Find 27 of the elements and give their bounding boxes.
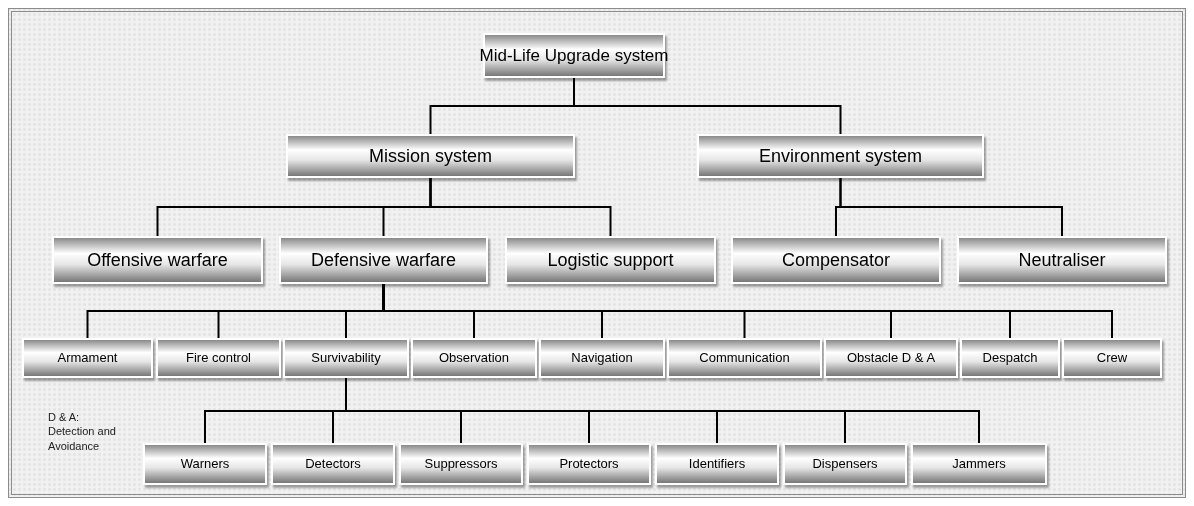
connector-line (573, 77, 842, 135)
hierarchy-box: Detectors (271, 443, 395, 485)
hierarchy-box: Logistic support (505, 236, 716, 284)
hierarchy-box: Crew (1062, 338, 1162, 378)
connector-line (839, 177, 1063, 237)
hierarchy-box: Survivability (283, 338, 409, 378)
hierarchy-box: Compensator (731, 236, 941, 284)
hierarchy-box: Fire control (156, 338, 281, 378)
hierarchy-box: Observation (411, 338, 537, 378)
hierarchy-box: Dispensers (783, 443, 907, 485)
hierarchy-box: Environment system (697, 134, 984, 178)
hierarchy-box: Despatch (960, 338, 1060, 378)
hierarchy-box: Suppressors (399, 443, 523, 485)
note-text: D & A: Detection and Avoidance (48, 410, 117, 453)
hierarchy-box: Armament (22, 338, 153, 378)
hierarchy-box: Communication (667, 338, 822, 378)
hierarchy-box: Protectors (527, 443, 651, 485)
connector-line (429, 177, 612, 237)
hierarchy-box: Offensive warfare (52, 236, 263, 284)
hierarchy-box: Neutraliser (957, 236, 1167, 284)
hierarchy-box: Navigation (539, 338, 665, 378)
hierarchy-box: Jammers (911, 443, 1047, 485)
hierarchy-box: Obstacle D & A (824, 338, 958, 378)
hierarchy-box: Defensive warfare (279, 236, 488, 284)
hierarchy-box: Identifiers (655, 443, 779, 485)
hierarchy-box: Mission system (286, 134, 575, 178)
hierarchy-box: Warners (143, 443, 267, 485)
